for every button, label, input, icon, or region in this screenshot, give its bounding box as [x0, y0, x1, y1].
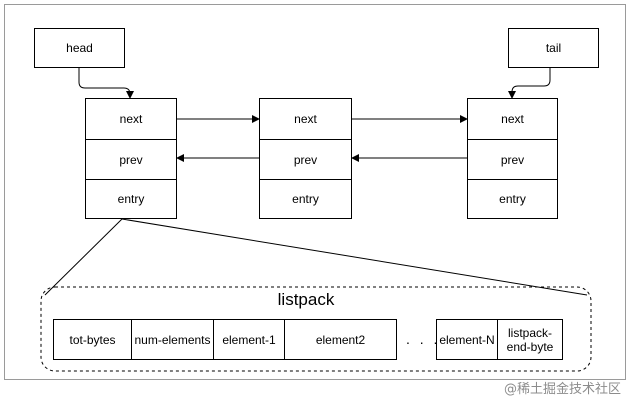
node-prev-field: prev — [468, 139, 557, 179]
node-next-field: next — [294, 112, 317, 126]
node-next-field: next — [119, 112, 143, 126]
node-entry-field: entry — [260, 179, 351, 218]
listpack-ellipsis: . . . — [406, 331, 441, 347]
diagram-frame — [4, 4, 626, 380]
listpack-cell-end-byte: listpack-end-byte — [497, 319, 563, 360]
tail-to-node3-arrow — [508, 67, 551, 99]
watermark-text: @稀土掘金技术社区 — [503, 382, 621, 397]
node-prev-field: prev — [260, 139, 351, 179]
quicklist-node-2: next prev entry — [259, 98, 352, 219]
node-next-field: next — [501, 112, 524, 126]
node-entry-field: entry — [86, 179, 176, 218]
head-to-node1-arrow — [78, 67, 134, 99]
listpack-cell-tot-bytes: tot-bytes — [53, 319, 132, 360]
listpack-container — [40, 286, 592, 372]
listpack-cell-element-1: element-1 — [213, 319, 285, 360]
quicklist-node-1: next prev entry — [85, 98, 177, 219]
entry-expand-line-left — [44, 218, 123, 296]
listpack-cell-element-n: element-N — [436, 319, 498, 360]
entry-expand-line-right — [121, 218, 588, 296]
head-box: head — [34, 28, 125, 68]
node-prev-field: prev — [86, 139, 176, 179]
listpack-title: listpack — [277, 290, 335, 309]
listpack-cell-element2: element2 — [284, 319, 397, 360]
quicklist-node-3: next prev entry — [467, 98, 558, 219]
tail-box: tail — [508, 28, 599, 68]
node-entry-field: entry — [468, 179, 557, 218]
listpack-cell-num-elements: num-elements — [131, 319, 214, 360]
